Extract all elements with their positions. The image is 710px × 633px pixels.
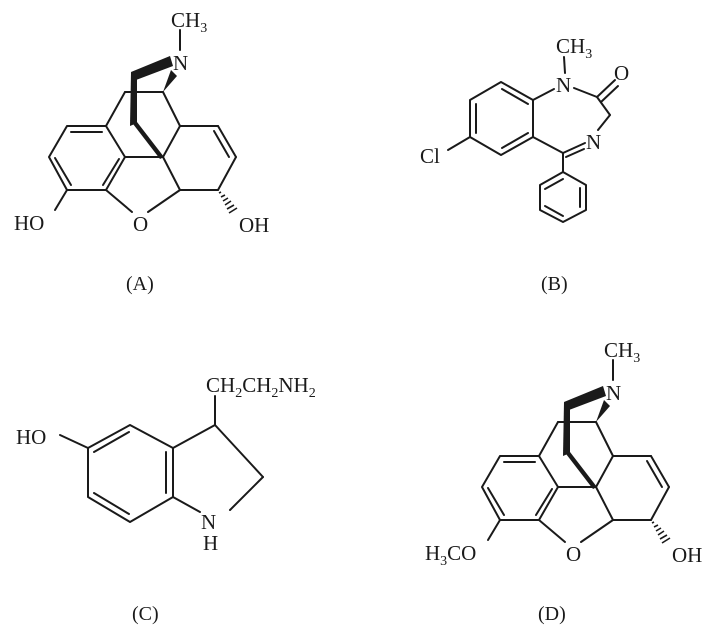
panel-label-a: (A): [126, 273, 154, 295]
nitrogen-label: N: [201, 510, 216, 534]
nitrogen-label: N: [173, 51, 188, 75]
hydroxyl-label: OH: [672, 543, 702, 567]
hydrogen-label: H: [203, 531, 218, 555]
panel-label-c: (C): [132, 603, 159, 625]
hydroxyl-label: HO: [14, 211, 44, 235]
codeine-structure: CH3 N O H3CO OH: [425, 338, 702, 569]
methyl-label: CH3: [556, 34, 592, 62]
panel-label-d: (D): [538, 603, 566, 625]
panel-label-b: (B): [541, 273, 568, 295]
oxygen-label: O: [566, 542, 581, 566]
nitrogen-label: N: [556, 73, 571, 97]
hydroxyl-label: OH: [239, 213, 269, 237]
hydroxyl-label: HO: [16, 425, 46, 449]
methyl-label: CH3: [171, 8, 207, 36]
methyl-label: CH3: [604, 338, 640, 366]
serotonin-structure: CH2CH2NH2 HO N H: [16, 373, 316, 555]
morphine-structure: CH3 N O HO OH: [14, 8, 269, 237]
nitrogen-label: N: [586, 130, 601, 154]
oxygen-label: O: [614, 61, 629, 85]
methoxy-label: H3CO: [425, 541, 476, 569]
chlorine-label: Cl: [420, 144, 440, 168]
nitrogen-label: N: [606, 381, 621, 405]
oxygen-label: O: [133, 212, 148, 236]
side-chain-label: CH2CH2NH2: [206, 373, 316, 401]
diazepam-structure: CH3 N O N Cl: [420, 34, 629, 223]
